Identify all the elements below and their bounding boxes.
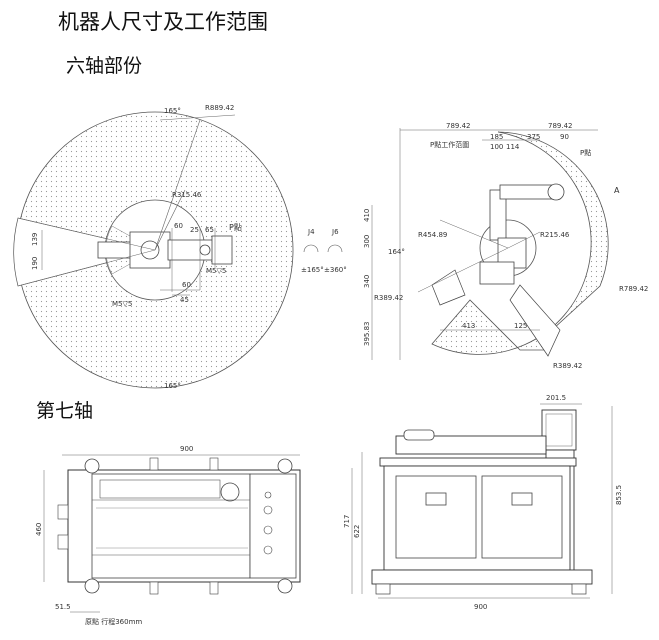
seventh-front-dim-622: 622 [353,525,361,538]
side-dim-300: 300 [363,235,371,248]
dim-25: 25 [190,226,199,234]
top-view-drawing: 165° 165° R889.42 R315.46 139 190 60 25 … [13,104,294,390]
joint-ranges: J4 J6 ±165° ±360° [301,228,347,274]
seventh-axis-heading: 第七轴 [36,400,94,422]
seventh-front-width: 900 [474,603,487,611]
seventh-top-width: 900 [180,445,193,453]
side-dim-375: 375 [527,133,540,141]
seventh-front-drawing: 201.5 717 622 853.5 900 [343,394,623,611]
side-r215: R215.46 [540,231,570,239]
seventh-front-dim-853: 853.5 [615,485,623,505]
side-p-point-label: P點 [580,148,591,157]
side-angle-164: 164° [388,248,405,256]
side-dim-789-right: 789.42 [548,122,573,130]
angle-top-label: 165° [164,107,181,115]
seventh-front-dim-717: 717 [343,515,351,528]
side-dim-185: 185 [490,133,503,141]
side-p-range-label: P點工作范圍 [430,140,469,149]
angle-bottom-label: 165° [164,382,181,390]
side-arrow-a: A [614,186,620,195]
side-work-range [431,131,609,355]
m5-right-label: M5▽5 [206,267,226,275]
dim-45: 45 [180,296,189,304]
p-point-label: P點 [229,222,242,232]
side-dim-395: 395.83 [363,322,371,347]
side-dim-125: 125 [514,322,527,330]
side-view-drawing: 789.42 789.42 185 375 100 114 90 P點工作范圍 … [363,122,648,370]
six-axis-heading: 六轴部份 [66,55,143,77]
side-dim-100: 100 [490,143,503,151]
side-dim-90: 90 [560,133,569,141]
j4-label: J4 [307,228,315,236]
page-title: 机器人尺寸及工作范围 [58,10,268,34]
j6-label: J6 [331,228,339,236]
side-dim-340: 340 [363,275,371,288]
dim-65: 65 [205,226,214,234]
side-r389-bottom: R389.42 [553,362,582,370]
seventh-front-dim-201: 201.5 [546,394,566,402]
j6-range: ±360° [324,266,347,274]
side-dim-789-left: 789.42 [446,122,471,130]
dim-139: 139 [31,233,39,246]
side-dim-410: 410 [363,209,371,222]
side-r454: R454.89 [418,231,447,239]
dim-60-top: 60 [174,222,183,230]
side-r789: R789.42 [619,285,648,293]
seventh-top-offset: 51.5 [55,603,71,611]
dim-60-bottom: 60 [182,281,191,289]
seventh-top-height: 460 [35,523,43,536]
seventh-top-note: 原點 行程360mm [85,617,142,626]
j4-range: ±165° [301,266,324,274]
side-r389-left: R389.42 [374,294,403,302]
side-dim-413: 413 [462,322,475,330]
m5-left-label: M5▽5 [112,300,132,308]
dim-190: 190 [31,257,39,270]
r-outer-label: R889.42 [205,104,234,112]
side-dim-114: 114 [506,143,520,151]
r-inner-label: R315.46 [172,191,202,199]
seventh-top-drawing: 900 460 51.5 原點 行程360mm [35,445,301,626]
